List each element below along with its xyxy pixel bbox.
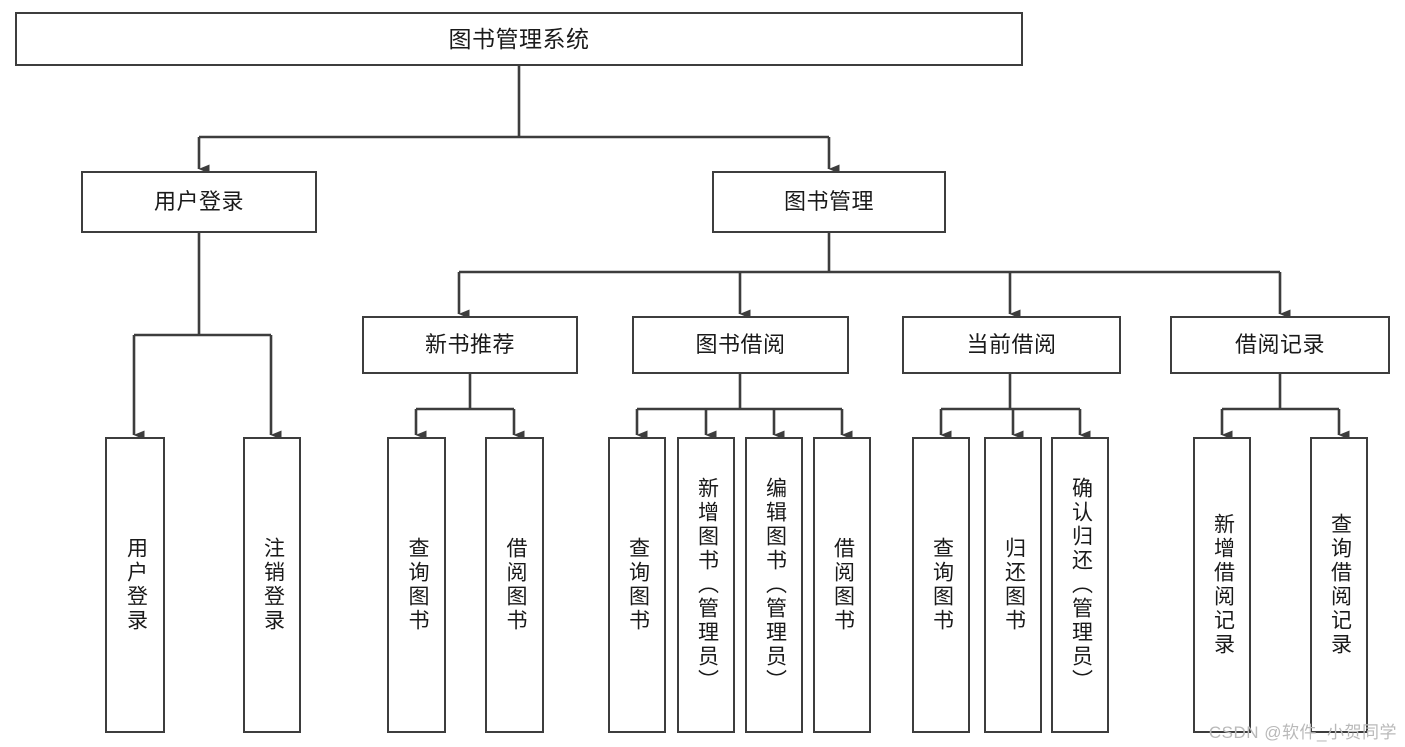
node-label: 当前借阅	[966, 332, 1057, 358]
node-label: 借阅图书	[831, 537, 855, 633]
node-label: 借阅图书	[503, 537, 527, 633]
node-leaf-2[interactable]: 查询图书	[387, 437, 446, 733]
node-level3-2[interactable]: 当前借阅	[902, 316, 1121, 374]
node-level3-1[interactable]: 图书借阅	[632, 316, 849, 374]
node-leaf-7[interactable]: 借阅图书	[813, 437, 871, 733]
node-leaf-11[interactable]: 新增借阅记录	[1193, 437, 1251, 733]
node-label: 注销登录	[261, 537, 285, 633]
node-label: 确认归还（管理员）	[1069, 477, 1093, 693]
node-leaf-5[interactable]: 新增图书（管理员）	[677, 437, 735, 733]
node-label: 查询图书	[626, 537, 650, 633]
node-label: 查询借阅记录	[1328, 513, 1352, 657]
node-level3-3[interactable]: 借阅记录	[1170, 316, 1390, 374]
node-label: 图书管理系统	[448, 25, 590, 52]
node-label: 用户登录	[124, 537, 148, 633]
node-label: 新增图书（管理员）	[695, 477, 719, 693]
node-level2-1[interactable]: 图书管理	[712, 171, 946, 233]
node-leaf-12[interactable]: 查询借阅记录	[1310, 437, 1368, 733]
node-leaf-1[interactable]: 注销登录	[243, 437, 301, 733]
node-leaf-6[interactable]: 编辑图书（管理员）	[745, 437, 803, 733]
node-label: 用户登录	[153, 189, 244, 215]
node-label: 新书推荐	[424, 332, 515, 358]
node-label: 查询图书	[405, 537, 429, 633]
node-leaf-10[interactable]: 确认归还（管理员）	[1051, 437, 1109, 733]
node-label: 图书管理	[783, 189, 874, 215]
node-label: 图书借阅	[695, 332, 786, 358]
node-level2-0[interactable]: 用户登录	[81, 171, 317, 233]
node-label: 借阅记录	[1234, 332, 1325, 358]
node-leaf-8[interactable]: 查询图书	[912, 437, 970, 733]
node-leaf-4[interactable]: 查询图书	[608, 437, 666, 733]
node-label: 查询图书	[930, 537, 954, 633]
node-leaf-9[interactable]: 归还图书	[984, 437, 1042, 733]
node-label: 归还图书	[1002, 537, 1026, 633]
node-level3-0[interactable]: 新书推荐	[362, 316, 578, 374]
node-root[interactable]: 图书管理系统	[15, 12, 1023, 66]
watermark-text: CSDN @软件_小贺同学	[1208, 723, 1397, 742]
node-label: 编辑图书（管理员）	[763, 477, 787, 693]
node-leaf-3[interactable]: 借阅图书	[485, 437, 544, 733]
node-leaf-0[interactable]: 用户登录	[105, 437, 165, 733]
node-label: 新增借阅记录	[1211, 513, 1235, 657]
